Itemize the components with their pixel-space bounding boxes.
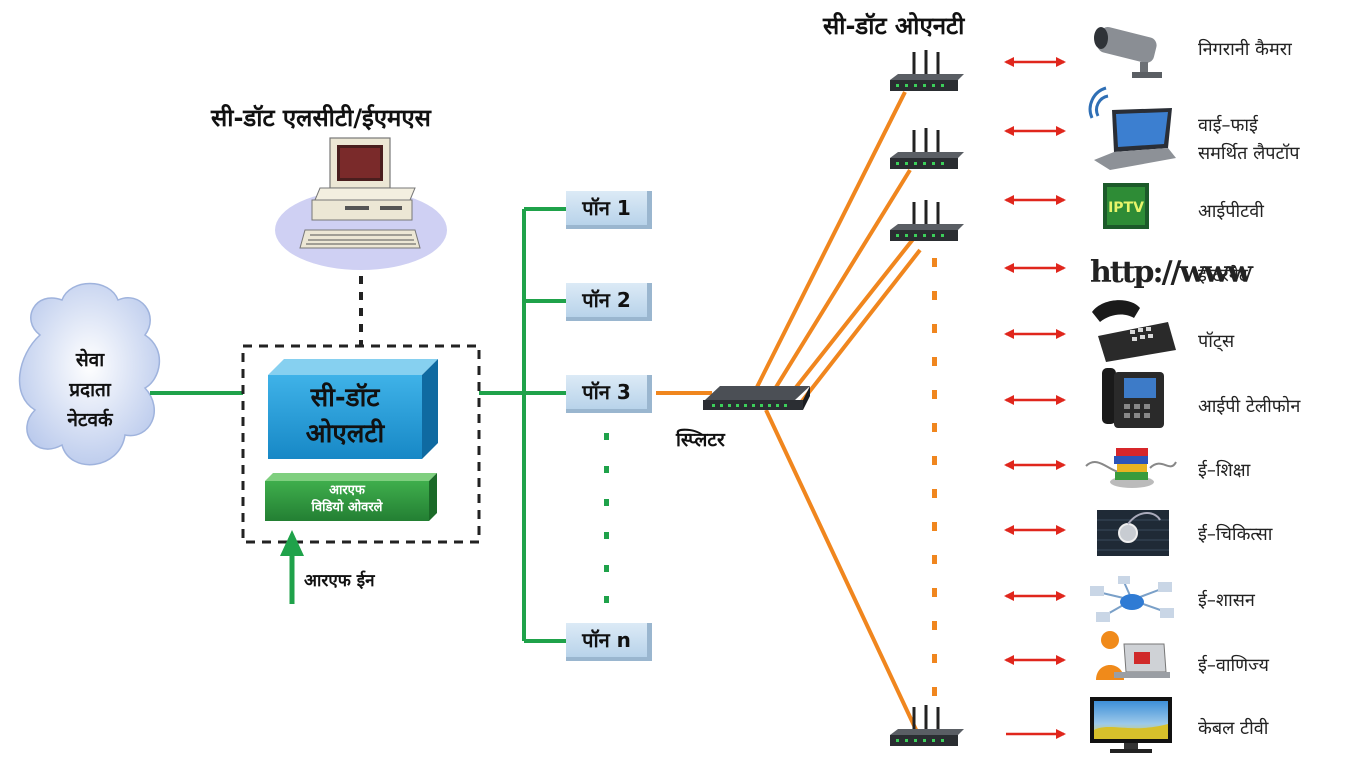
network-icon [1090,576,1174,622]
pon-n: पॉन n [566,623,652,661]
device-label-wifi-laptop: वाई–फाई समर्थित लैपटॉप [1198,112,1299,168]
device-label-e-governance: ई–शासन [1198,590,1255,611]
olt-label-line2: ओएलटी [305,419,385,449]
stethoscope-icon [1097,510,1169,556]
splitter-device [703,386,810,410]
cloud-label-line1: सेवा [75,349,105,371]
fiber-lines [746,91,922,735]
rf-in-arrow [280,530,304,604]
cloud-label-line2: प्रदाता [69,379,111,401]
ont-device [890,200,964,241]
iptv-icon-text: IPTV [1108,200,1144,216]
device-label-ip-phone: आईपी टेलीफोन [1198,396,1301,417]
rf-overlay-line1: आरएफ [329,483,365,498]
device-label-cable-tv: केबल टीवी [1198,718,1269,739]
ont-ellipsis [932,258,937,696]
device-label-internet: इन्टरनेट [1198,265,1248,286]
device-label-iptv: आईपीटवी [1198,201,1264,222]
cloud-label-line3: नेटवर्क [67,409,113,431]
http-icon: http://www [1090,255,1256,290]
computer-icon [275,137,447,270]
olt-label-line1: सी-डॉट [310,383,380,413]
link-arrows [1004,57,1066,739]
cctv-camera-icon [1094,27,1162,78]
device-label-wifi-line2: समर्थित लैपटॉप [1198,143,1300,164]
telephone-icon [1092,300,1176,362]
lct-ems-title: सी-डॉट एलसीटी/ईएमएस [211,104,431,132]
olt-box [268,359,438,459]
pon-ellipsis [604,433,609,603]
olt-label: सी-डॉट ओएलटी [268,380,422,452]
iptv-icon: IPTV [1103,183,1149,229]
pon-3: पॉन 3 [566,375,652,413]
http-icon-text: http://www [1090,255,1254,290]
pon-2: पॉन 2 [566,283,652,321]
rf-overlay-line2: विडियो ओवरले [311,500,383,515]
service-provider-cloud [18,282,161,466]
ont-device [890,128,964,169]
ip-phone-icon [1102,368,1164,428]
pon-1: पॉन 1 [566,191,652,229]
pon-tree [479,207,566,643]
device-label-e-commerce: ई–वाणिज्य [1198,655,1269,676]
rf-overlay-box [265,473,437,521]
ont-devices [890,50,964,746]
device-label-e-education: ई–शिक्षा [1198,460,1251,481]
ont-device [890,50,964,91]
device-label-wifi-line1: वाई–फाई [1198,115,1258,136]
books-icon [1085,448,1177,488]
device-label-pots: पॉट्स [1198,331,1235,352]
olt-enclosure [241,344,481,544]
rf-overlay-label: आरएफ विडियो ओवरले [265,482,429,516]
device-label-e-health: ई–चिकित्सा [1198,524,1273,545]
cloud-label: सेवा प्रदाता नेटवर्क [44,345,136,435]
ont-device [890,705,964,746]
ont-title: सी-डॉट ओएनटी [823,12,965,40]
wifi-laptop-icon [1088,86,1176,170]
rf-in-label: आरएफ ईन [304,571,375,591]
device-label-cctv: निगरानी कैमरा [1198,39,1292,60]
ecommerce-icon [1096,631,1170,680]
splitter-label: स्प्लिटर [676,429,725,451]
tv-icon [1090,697,1172,753]
